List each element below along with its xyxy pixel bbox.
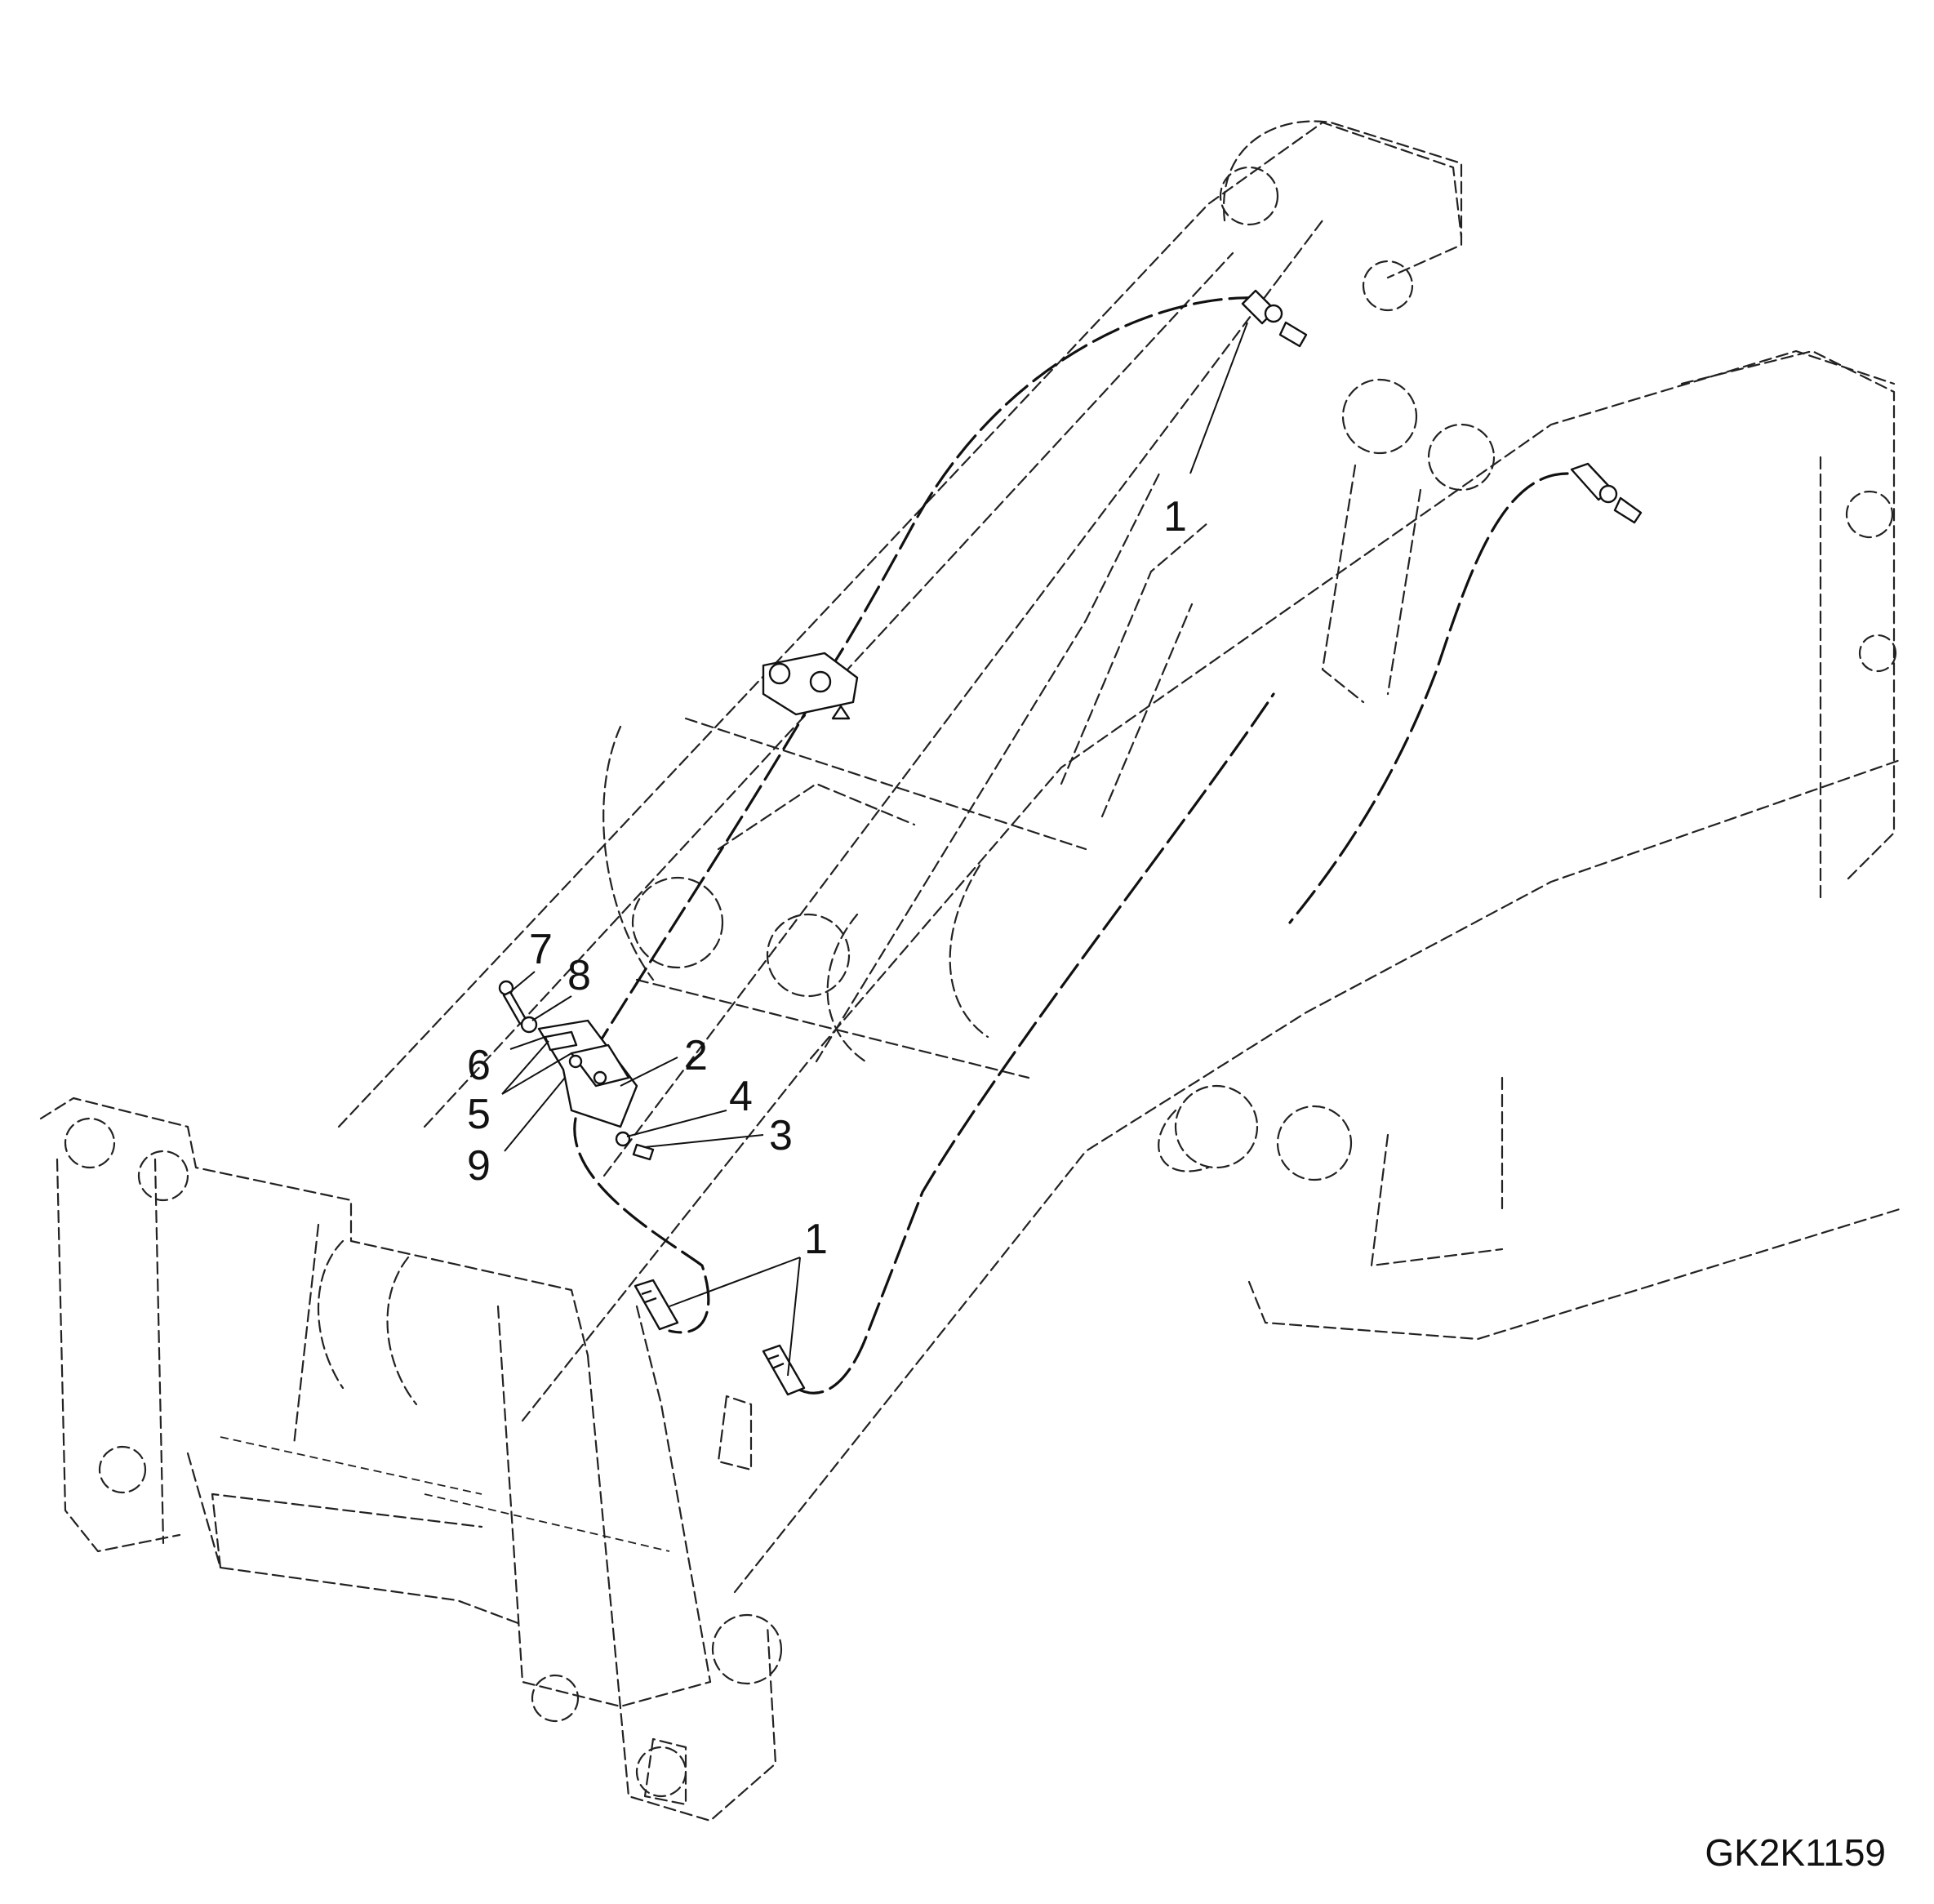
grease-fitting-upper <box>1241 289 1308 348</box>
grease-fitting-right <box>1570 462 1643 524</box>
callout-6: 6 <box>467 1042 491 1089</box>
drawing-reference-code: GK2K1159 <box>1705 1831 1886 1874</box>
callout-2: 2 <box>684 1032 708 1079</box>
callout-8: 8 <box>567 952 591 999</box>
callout-9: 9 <box>467 1142 491 1190</box>
bolt-washer-lower <box>615 1131 655 1161</box>
callout-1-upper: 1 <box>1163 493 1187 541</box>
loader-arm-ghost-outline <box>39 120 1904 1822</box>
callout-4: 4 <box>729 1073 753 1120</box>
hose-clamp-mid <box>762 652 859 720</box>
bolt-washer-upper <box>498 980 538 1034</box>
sensor-lower-left <box>634 1279 679 1331</box>
wire-harness <box>573 296 1569 1395</box>
callout-7: 7 <box>529 926 553 973</box>
callout-3: 3 <box>769 1112 793 1159</box>
callout-labels: 1 1 2 3 4 5 6 7 8 9 <box>467 493 1187 1263</box>
callout-1-lower: 1 <box>804 1216 828 1263</box>
callout-leaders <box>501 322 1248 1377</box>
callout-5: 5 <box>467 1091 491 1138</box>
switch-assembly <box>537 1019 638 1128</box>
sensor-lower-right <box>762 1344 806 1396</box>
